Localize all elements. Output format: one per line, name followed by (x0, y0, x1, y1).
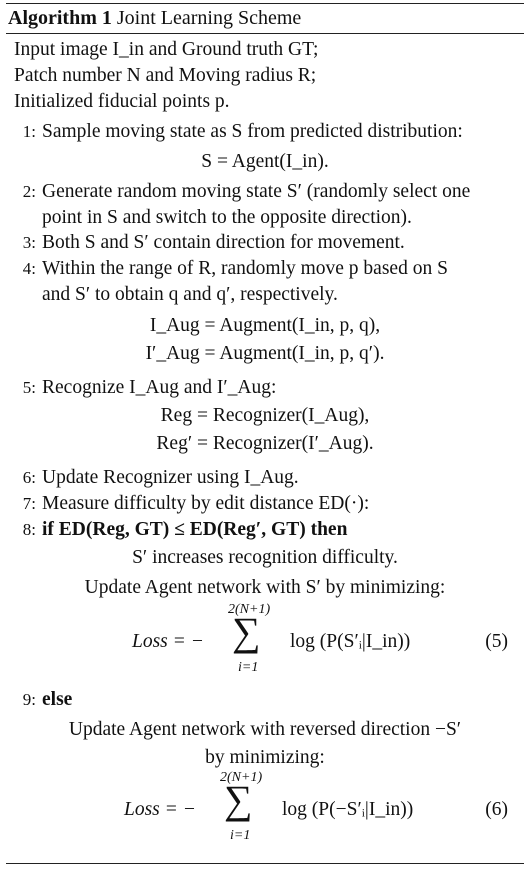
step-2-text-b: point in S and switch to the opposite di… (42, 207, 412, 228)
top-rule (6, 3, 524, 4)
algorithm-name: Joint Learning Scheme (116, 7, 302, 29)
step-7-number: 7: (22, 494, 36, 513)
step-9-number: 9: (22, 690, 36, 709)
input-line-1: Input image I_in and Ground truth GT; (14, 38, 318, 61)
loss-5-sum-symbol: ∑ (232, 609, 261, 654)
step-8-condition: if ED(Reg, GT) ≤ ED(Reg′, GT) then (42, 519, 348, 540)
step-5-number: 5: (22, 378, 36, 397)
step-1-text: Sample moving state as S from predicted … (42, 121, 463, 142)
step-4-text-a: Within the range of R, randomly move p b… (42, 258, 448, 279)
equation-augment-1: I_Aug = Augment(I_in, p, q), (149, 315, 381, 336)
loss-6-upper-limit: 2(N+1) (220, 770, 263, 785)
input-line-3: Initialized fiducial points p. (14, 90, 230, 113)
loss-5-body: log (P(S′ᵢ|I_in)) (290, 631, 411, 652)
equation-augment-2: I′_Aug = Augment(I_in, p, q′). (145, 343, 385, 364)
equation-5-number: (5) (485, 631, 508, 652)
loss-6-sum-symbol: ∑ (224, 777, 253, 822)
equation-recognizer-1: Reg = Recognizer(I_Aug), (160, 405, 370, 426)
equation-agent: S = Agent(I_in). (201, 151, 329, 172)
algorithm-label: Algorithm 1 (8, 7, 112, 29)
bottom-rule (6, 863, 524, 864)
equation-recognizer-2: Reg′ = Recognizer(I′_Aug). (156, 433, 374, 454)
input-line-2: Patch number N and Moving radius R; (14, 64, 316, 87)
step-4-text-b: and S′ to obtain q and q′, respectively. (42, 284, 338, 305)
step-4-number: 4: (22, 259, 36, 278)
input-text-3: Initialized fiducial points p. (14, 91, 230, 112)
step-7-text: Measure difficulty by edit distance ED(·… (42, 493, 370, 514)
step-3-text: Both S and S′ contain direction for move… (42, 232, 405, 253)
step-8-then-line-1: S′ increases recognition difficulty. (132, 547, 398, 568)
step-2-text-a: Generate random moving state S′ (randoml… (42, 181, 471, 202)
step-6-number: 6: (22, 468, 36, 487)
step-3-number: 3: (22, 233, 36, 252)
step-8-then-line-2: Update Agent network with S′ by minimizi… (84, 577, 446, 598)
step-6-text: Update Recognizer using I_Aug. (42, 467, 299, 488)
step-5-text: Recognize I_Aug and I′_Aug: (42, 377, 277, 398)
loss-5-upper-limit: 2(N+1) (228, 602, 271, 617)
loss-5-lhs: Loss = − (132, 631, 204, 652)
step-1-number: 1: (22, 122, 36, 141)
loss-5-lower-limit: i=1 (238, 660, 259, 675)
step-9-else-line-2: by minimizing: (205, 747, 325, 768)
loss-6-lower-limit: i=1 (230, 828, 251, 843)
input-text-2: Patch number N and Moving radius R; (14, 65, 317, 86)
algorithm-title: Algorithm 1 Joint Learning Scheme (8, 6, 301, 30)
step-2-number: 2: (22, 182, 36, 201)
loss-6-lhs: Loss = − (124, 799, 196, 820)
equation-6-number: (6) (485, 799, 508, 820)
step-8-number: 8: (22, 520, 36, 539)
step-9-else-line-1: Update Agent network with reversed direc… (68, 719, 462, 740)
step-9-else: else (42, 689, 73, 710)
loss-6-body: log (P(−S′ᵢ|I_in)) (282, 799, 414, 820)
title-rule (6, 33, 524, 34)
input-text-1: Input image I_in and Ground truth GT; (14, 39, 319, 60)
